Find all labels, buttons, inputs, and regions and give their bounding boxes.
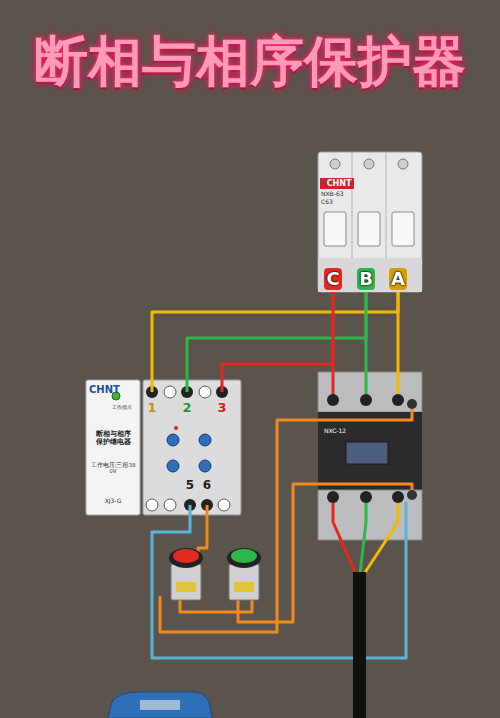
motor-wire bbox=[364, 497, 398, 574]
motor-wire bbox=[360, 497, 366, 574]
wire bbox=[186, 380, 189, 392]
adjust-dial bbox=[199, 460, 211, 472]
status-dot bbox=[174, 426, 178, 430]
device-text: CHNT bbox=[321, 179, 357, 188]
wire bbox=[160, 404, 412, 632]
device-text: 断相与相序 保护继电器 bbox=[94, 430, 132, 446]
motor-wire bbox=[333, 497, 356, 574]
contactor-screw bbox=[327, 491, 339, 503]
breaker-screw bbox=[364, 159, 374, 169]
device-text: 工作指示 bbox=[106, 405, 138, 411]
wire bbox=[151, 380, 154, 392]
terminal-screw bbox=[199, 386, 211, 398]
device-box: NXC-12 bbox=[318, 372, 422, 542]
button-bezel bbox=[169, 548, 203, 568]
adjust-dial bbox=[167, 460, 179, 472]
device-text: 5 bbox=[183, 479, 197, 493]
breaker-body bbox=[318, 152, 422, 292]
button-contact bbox=[176, 582, 196, 592]
terminal-screw bbox=[164, 499, 176, 511]
start-button bbox=[231, 549, 257, 563]
relay-module bbox=[143, 380, 241, 515]
contactor-window bbox=[346, 442, 388, 464]
device-text: XJ3-G bbox=[90, 498, 136, 505]
contactor-screw bbox=[392, 394, 404, 406]
title: 断相与相序保护器 bbox=[0, 26, 500, 99]
breaker-screw bbox=[330, 159, 340, 169]
contactor-screw bbox=[360, 491, 372, 503]
breaker-handle bbox=[392, 212, 414, 246]
device-text: 2 bbox=[180, 401, 194, 416]
device-text: NXB-63 bbox=[321, 191, 367, 198]
breaker-terminal-strip bbox=[318, 258, 422, 292]
button-bezel bbox=[227, 548, 261, 568]
device-text: 1 bbox=[145, 401, 159, 416]
phase-wire bbox=[152, 292, 398, 380]
terminal-screw bbox=[164, 386, 176, 398]
contactor-screw bbox=[360, 394, 372, 406]
wire bbox=[152, 502, 406, 658]
device-text: C63 bbox=[321, 199, 351, 206]
wire bbox=[238, 484, 412, 622]
aux-screw bbox=[407, 399, 417, 409]
terminal-screw bbox=[218, 499, 230, 511]
wire bbox=[221, 380, 224, 392]
terminal-screw bbox=[146, 499, 158, 511]
contactor-screw bbox=[327, 394, 339, 406]
motor-plate bbox=[140, 700, 180, 710]
motor-cable bbox=[353, 572, 366, 718]
device-text: NXC-12 bbox=[324, 428, 368, 435]
phase-label: C bbox=[324, 268, 342, 290]
contactor-body bbox=[318, 412, 422, 492]
contactor-screw bbox=[392, 491, 404, 503]
adjust-dial bbox=[199, 434, 211, 446]
button-body bbox=[229, 564, 259, 600]
phase-wire bbox=[187, 292, 366, 380]
motor bbox=[108, 692, 212, 718]
device-text: CHNT bbox=[89, 384, 133, 396]
device-text: 工作电压:三相380V bbox=[90, 462, 136, 475]
button-body bbox=[171, 564, 201, 600]
device-box: 1 2 3 56 bbox=[143, 380, 241, 515]
phase-wire bbox=[222, 292, 333, 380]
phase-label: A bbox=[389, 268, 407, 290]
aux-screw bbox=[407, 490, 417, 500]
breaker-screw bbox=[398, 159, 408, 169]
device-box: CHNT 工作指示断相与相序 保护继电器工作电压:三相380V XJ3-G bbox=[86, 380, 140, 515]
stop-button bbox=[173, 549, 199, 563]
device-text: 3 bbox=[215, 401, 229, 416]
device-text: 6 bbox=[200, 479, 214, 493]
breaker-handle bbox=[358, 212, 380, 246]
adjust-dial bbox=[167, 434, 179, 446]
phase-label: B bbox=[357, 268, 375, 290]
button-contact bbox=[234, 582, 254, 592]
breaker-handle bbox=[324, 212, 346, 246]
contactor-top bbox=[318, 372, 422, 412]
relay-panel bbox=[86, 380, 140, 515]
